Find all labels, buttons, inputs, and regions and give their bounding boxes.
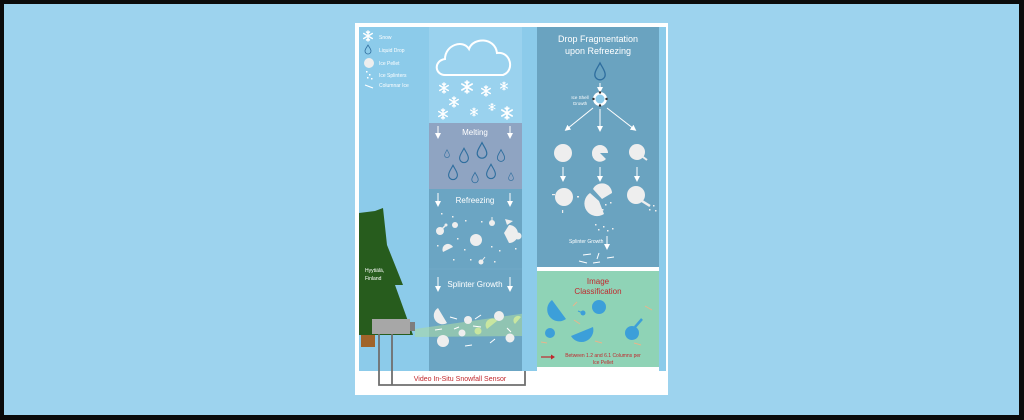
cloud-icon [435, 39, 512, 76]
classification-title-line1: Image [587, 277, 610, 286]
columnar-ice-icon [364, 84, 374, 89]
refreezing-stage: Refreezing [435, 193, 522, 265]
classification-title-line2: Classification [574, 287, 621, 296]
classification-result-line1: Between 1.2 and 6.1 Columns per [565, 353, 641, 359]
ice-splinters-icon [366, 71, 373, 80]
fragmentation-diagram: Drop Fragmentation upon Refreezing Ice S… [552, 34, 657, 264]
refreezing-label: Refreezing [456, 196, 495, 205]
location-line2: Finland [365, 276, 382, 282]
location-line1: Hyytiälä, [365, 268, 384, 274]
sensor-camera [372, 319, 410, 334]
liquid-drop-icon [364, 44, 372, 55]
tree-illustration: Hyytiälä, Finland [359, 208, 413, 347]
legend-label-ice-pellet: Ice Pellet [379, 61, 400, 67]
legend-label-liquid-drop: Liquid Drop [379, 48, 405, 54]
classification-diagram: Image Classification Between 1.2 and 6.1… [540, 277, 653, 366]
ice-pellet-icon [364, 58, 374, 68]
fragmentation-title-line2: upon Refreezing [565, 46, 631, 56]
arrow-icon [564, 107, 594, 131]
legend: Snow Liquid Drop Ice Pellet Ice Splinter… [363, 30, 409, 89]
legend-label-snow: Snow [379, 35, 392, 41]
sensor-label: Video In-Situ Snowfall Sensor [414, 376, 507, 383]
arrow-icon [606, 107, 637, 131]
legend-label-ice-splinters: Ice Splinters [379, 73, 407, 79]
classification-result-line2: Ice Pellet [593, 360, 614, 366]
fragmentation-splinter-label: Splinter Growth [569, 239, 604, 245]
melting-stage: Melting [435, 126, 514, 184]
ice-shell-label-line2: Growth [573, 101, 588, 106]
infographic-canvas: Snow Liquid Drop Ice Pellet Ice Splinter… [359, 27, 666, 386]
tree-foliage [359, 208, 413, 335]
legend-label-columnar-ice: Columnar Ice [379, 83, 409, 89]
melting-label: Melting [462, 128, 488, 137]
splinter-growth-label: Splinter Growth [447, 280, 502, 289]
fragmentation-title-line1: Drop Fragmentation [558, 34, 638, 44]
ice-shell-label-line1: Ice Shell [571, 95, 588, 100]
infographic-poster: Snow Liquid Drop Ice Pellet Ice Splinter… [355, 23, 668, 395]
splinter-growth-stage: Splinter Growth [415, 277, 527, 347]
